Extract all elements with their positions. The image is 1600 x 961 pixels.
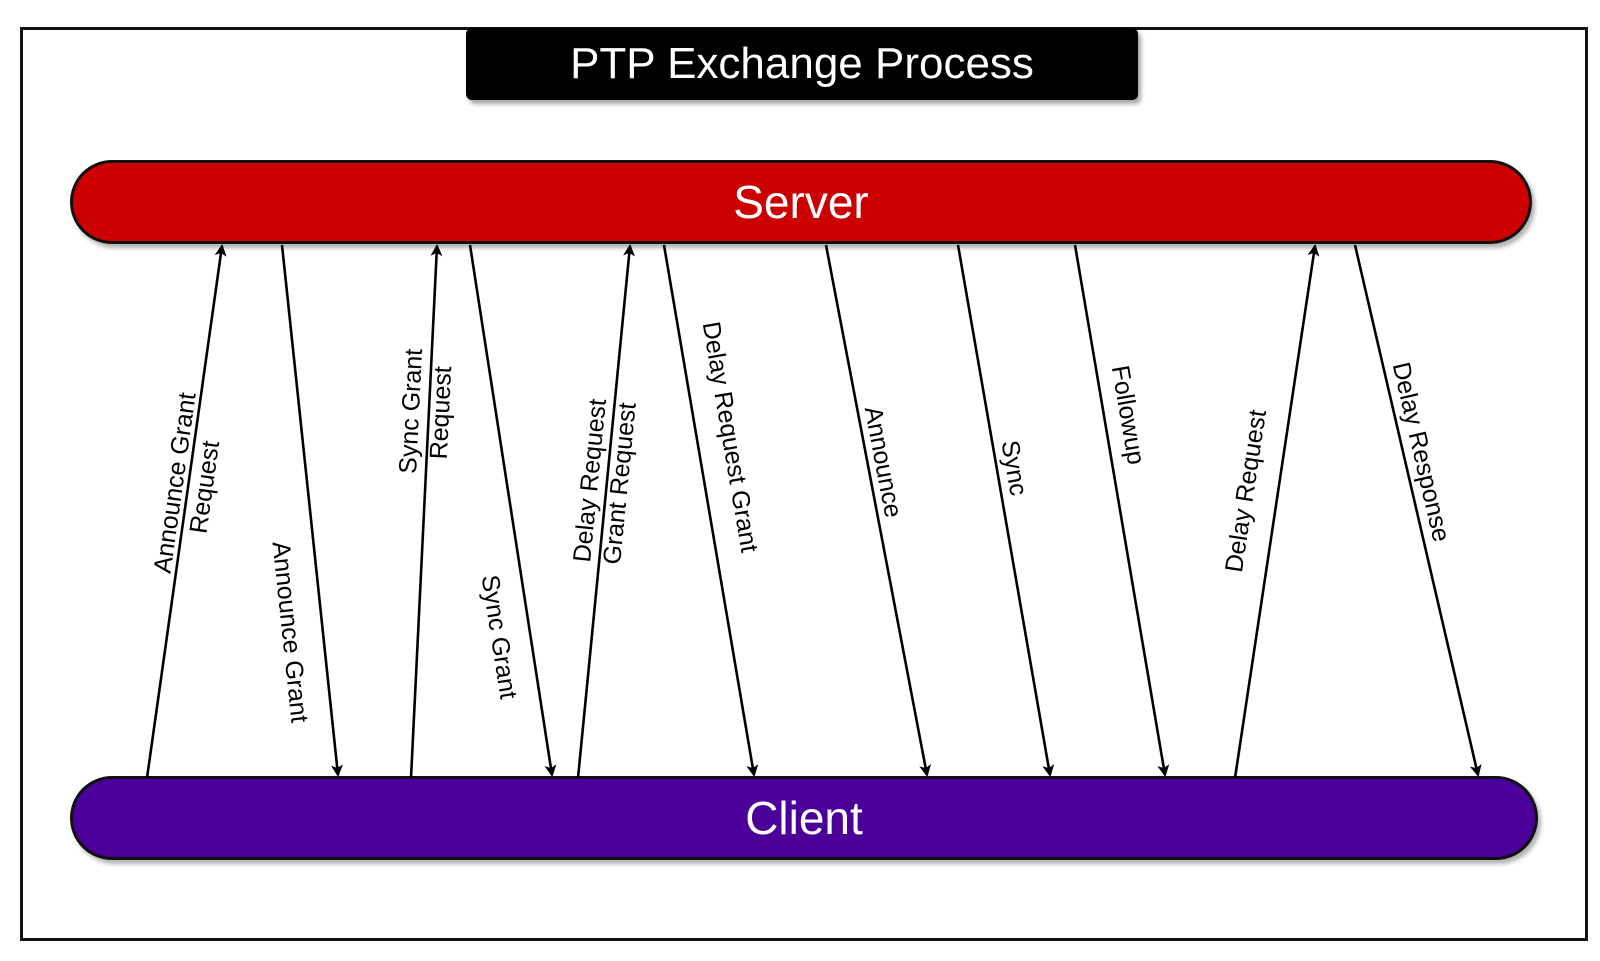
diagram-title: PTP Exchange Process bbox=[570, 39, 1034, 88]
server-lane: Server bbox=[70, 160, 1532, 244]
title-box: PTP Exchange Process bbox=[466, 28, 1138, 100]
client-label: Client bbox=[745, 792, 863, 844]
server-label: Server bbox=[733, 176, 869, 228]
client-lane: Client bbox=[70, 776, 1538, 860]
